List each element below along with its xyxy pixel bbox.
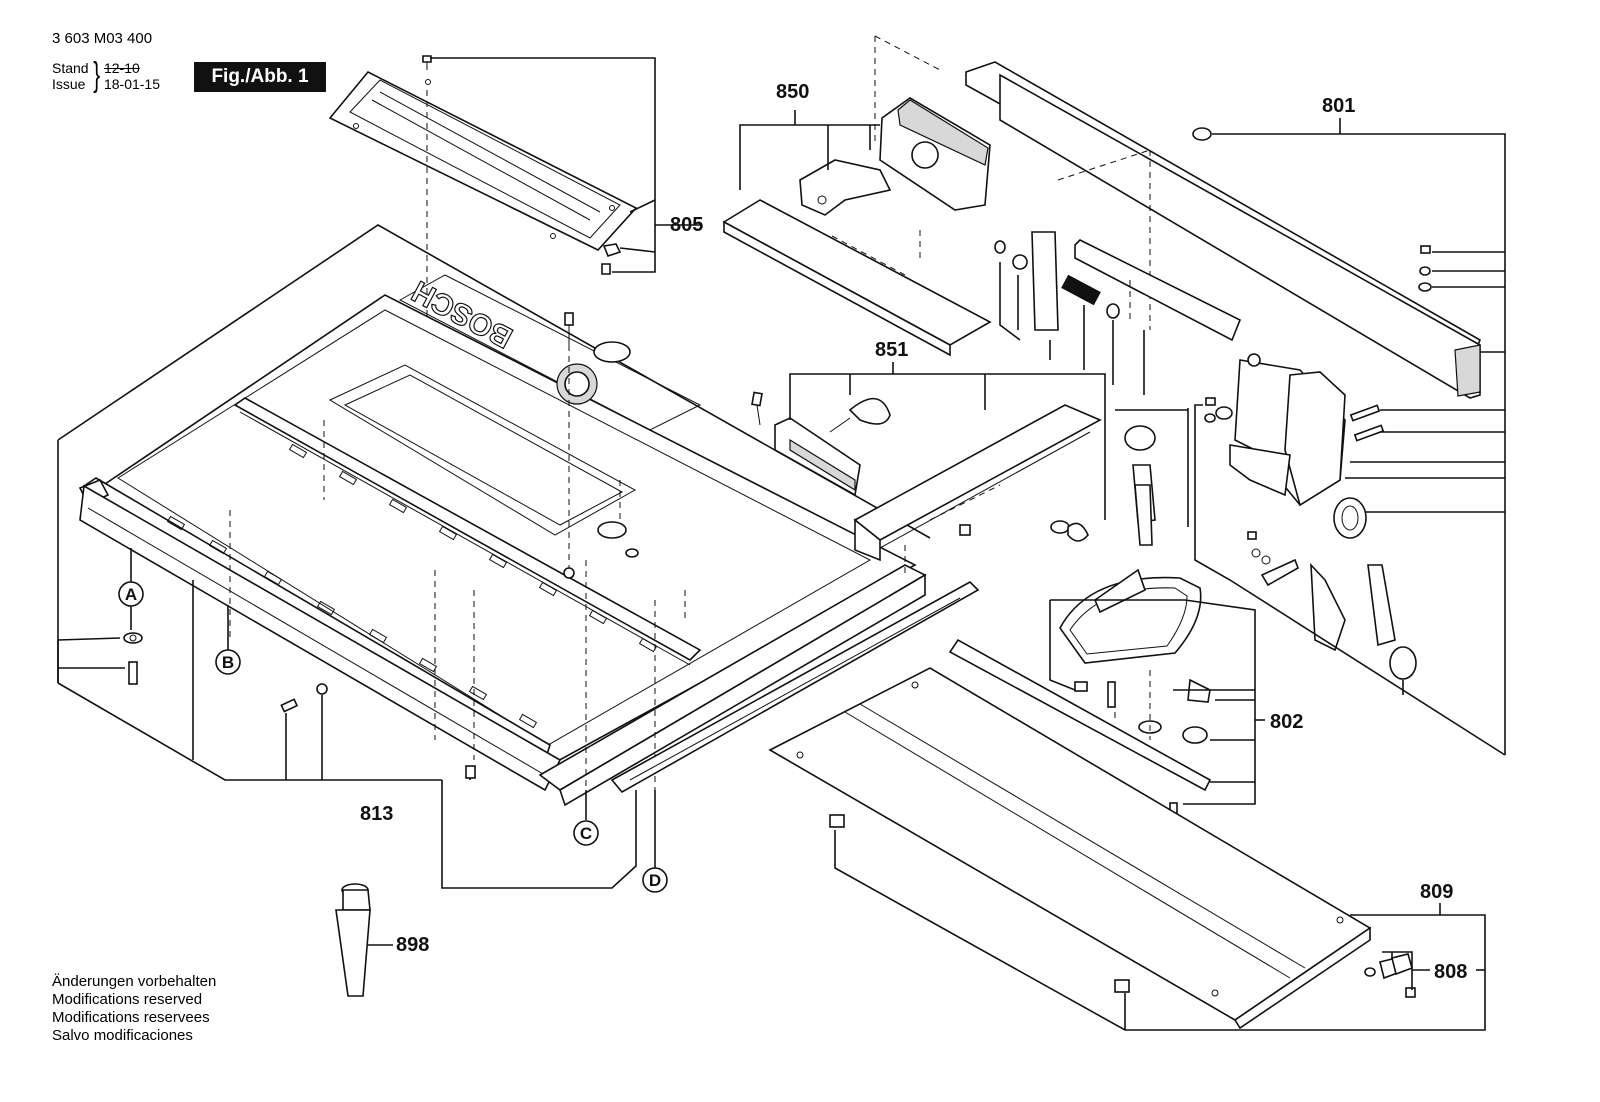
disclaimer-line-en: Modifications reserved xyxy=(52,991,203,1008)
document-number: 3 603 M03 400 xyxy=(52,30,153,47)
brace-glyph: } xyxy=(92,56,100,94)
part-label-898: 898 xyxy=(396,934,429,956)
issue-label: Issue xyxy=(52,76,86,92)
leader-813 xyxy=(57,548,656,889)
leader-851 xyxy=(789,362,1106,520)
part-label-802: 802 xyxy=(1270,711,1303,733)
marker-c: C xyxy=(573,820,599,846)
part-label-813: 813 xyxy=(360,803,393,825)
stand-old-date: 12-10 xyxy=(103,60,140,76)
part-label-808: 808 xyxy=(1434,961,1467,983)
scale-ruler xyxy=(610,581,980,794)
extension-table-809 xyxy=(768,667,1416,1030)
leader-802 xyxy=(1049,408,1265,805)
marker-a: A xyxy=(118,581,144,607)
part-label-851: 851 xyxy=(875,339,908,361)
part-label-805: 805 xyxy=(670,214,703,236)
leader-809 xyxy=(834,830,1486,1031)
part-label-850: 850 xyxy=(776,81,809,103)
fence-rail-801 xyxy=(965,61,1482,680)
rip-fence-850 xyxy=(722,35,992,357)
modifications-disclaimer: Änderungen vorbehalten Modifications res… xyxy=(52,973,216,1045)
marker-d: D xyxy=(642,867,668,893)
svg-text:D: D xyxy=(649,871,661,890)
stand-label: Stand xyxy=(52,60,89,76)
wedge-898 xyxy=(335,883,393,997)
figure-badge: Fig./Abb. 1 xyxy=(194,62,326,92)
disclaimer-line-es: Salvo modificaciones xyxy=(52,1027,193,1044)
disclaimer-line-fr: Modifications reservees xyxy=(52,1009,210,1026)
spring-rod-assembly xyxy=(994,231,1242,395)
part-label-801: 801 xyxy=(1322,95,1355,117)
mitre-gauge-802 xyxy=(948,425,1212,816)
stop-block-851 xyxy=(774,397,1102,575)
leader-808 xyxy=(1382,951,1485,990)
svg-text:A: A xyxy=(125,585,137,604)
saw-table-813: BOSCH xyxy=(57,224,931,807)
leader-850 xyxy=(739,110,880,190)
svg-text:B: B xyxy=(222,653,234,672)
part-label-809: 809 xyxy=(1420,881,1453,903)
insert-plate-805 xyxy=(328,55,638,275)
disclaimer-line-de: Änderungen vorbehalten xyxy=(52,973,217,990)
revision-block: Stand Issue } 12-10 18-01-15 xyxy=(52,56,160,94)
issue-date: 18-01-15 xyxy=(103,76,160,92)
leader-801 xyxy=(1194,118,1506,756)
svg-text:C: C xyxy=(580,824,592,843)
marker-b: B xyxy=(215,649,241,675)
